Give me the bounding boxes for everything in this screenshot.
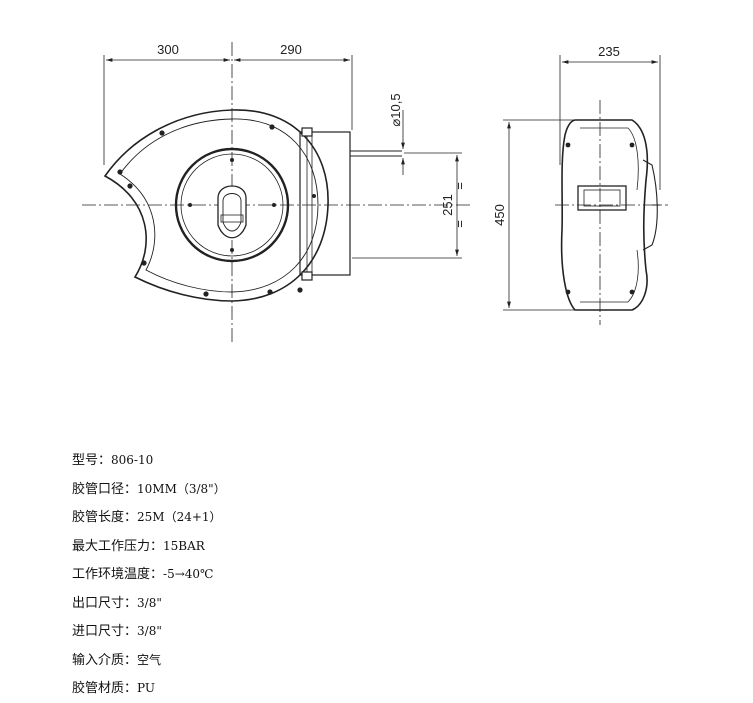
side-view — [555, 100, 668, 325]
dim-outlet-height: 251 — [440, 194, 455, 216]
dim-total-height: 450 — [492, 204, 507, 226]
reel-housing — [103, 109, 329, 302]
spec-inlet-size: 进口尺寸：3/8" — [72, 624, 162, 639]
dim-right-width: 290 — [280, 42, 302, 57]
side-bracket — [642, 159, 658, 251]
spec-outlet-size: 出口尺寸：3/8" — [72, 595, 162, 611]
side-dimension-lines — [503, 55, 661, 311]
equal-mark-lower: = — [452, 220, 467, 228]
front-view — [82, 42, 470, 345]
center-knob — [217, 185, 247, 239]
dimension-lines — [103, 55, 462, 259]
hub-drum — [174, 147, 290, 263]
side-housing — [560, 119, 649, 311]
spec-max-pressure: 最大工作压力：15BAR — [72, 538, 205, 554]
spec-temperature: 工作环境温度：-5→40℃ — [72, 567, 214, 582]
dim-outlet-diameter: ⌀10,5 — [388, 93, 403, 126]
spec-model: 型号：806-10 — [72, 453, 154, 468]
wall-bracket — [299, 131, 351, 276]
spec-hose-diameter: 胶管口径：10MM（3/8"） — [72, 481, 226, 497]
spec-list: 型号：806-10 胶管口径：10MM（3/8"） 胶管长度：25M（24+1）… — [72, 446, 226, 703]
side-bolts — [565, 142, 635, 295]
equal-mark-upper: = — [452, 182, 467, 190]
spec-hose-length: 胶管长度：25M（24+1） — [72, 510, 222, 525]
dim-left-width: 300 — [157, 42, 179, 57]
spec-medium: 输入介质：空气 — [72, 652, 162, 668]
technical-drawing: 300 290 ⌀10,5 251 = = 235 450 — [82, 42, 668, 345]
housing-bolts — [117, 124, 316, 297]
dim-side-width: 235 — [598, 44, 620, 59]
spec-hose-material: 胶管材质：PU — [72, 681, 155, 696]
